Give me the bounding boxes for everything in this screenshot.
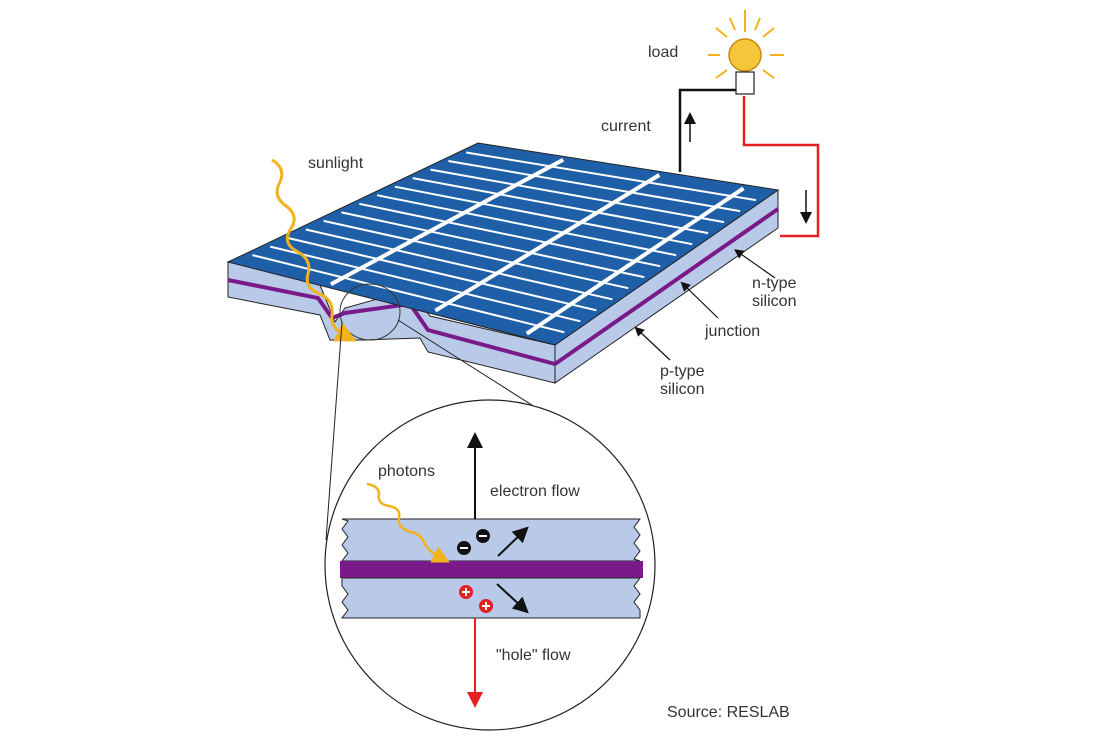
p-layer <box>341 577 641 619</box>
hole-icon <box>479 599 493 613</box>
source-label: Source: RESLAB <box>667 704 790 721</box>
cell-busbar-line <box>329 157 565 287</box>
sunlight-ray <box>271 158 357 342</box>
panel-front-junction <box>227 278 556 366</box>
electron-icon <box>457 541 471 555</box>
current-label: current <box>601 118 651 135</box>
junction-label: junction <box>704 323 760 340</box>
junction-pointer <box>680 281 719 319</box>
solar-panel <box>226 142 780 384</box>
n-type-label: n-type <box>752 275 797 292</box>
cell-finger-line <box>269 245 581 323</box>
cell-finger-line <box>448 160 741 213</box>
photons-label: photons <box>378 463 435 480</box>
red-wire <box>742 96 820 238</box>
hole-icon <box>459 585 473 599</box>
zoom-circle-small <box>339 283 401 341</box>
p-type-pointer <box>634 326 671 361</box>
cell-finger-line <box>323 219 629 290</box>
hole-move-arrow <box>496 583 529 614</box>
panel-right-junction <box>553 207 780 366</box>
cell-finger-line <box>466 151 757 202</box>
junction-layer <box>340 561 643 578</box>
n-layer <box>341 518 641 562</box>
cell-finger-line <box>376 194 677 257</box>
p-type-label: p-type <box>660 363 705 380</box>
cell-finger-line <box>359 202 661 268</box>
electron-move-arrow <box>497 526 529 557</box>
cell-finger-line <box>412 177 709 235</box>
cell-finger-line <box>394 185 693 246</box>
zoom-connector-left <box>325 321 343 541</box>
cell-finger-line <box>341 211 645 279</box>
cell-finger-line <box>430 168 725 224</box>
load-label: load <box>648 44 678 61</box>
cell-busbar-line <box>434 173 661 313</box>
light-bulb-icon <box>708 10 784 95</box>
cell-grid <box>252 151 757 336</box>
cell-busbar-line <box>525 186 745 336</box>
cell-finger-line <box>305 228 613 301</box>
p-type-label-2: silicon <box>660 381 704 398</box>
electron-icon <box>476 529 490 543</box>
hole-flow-label: "hole" flow <box>496 647 571 664</box>
black-wire <box>678 88 736 172</box>
electron-flow-label: electron flow <box>490 483 580 500</box>
photon-ray <box>366 482 450 563</box>
sunlight-label: sunlight <box>308 155 364 172</box>
n-type-label-2: silicon <box>752 293 796 310</box>
cell-finger-line <box>252 254 565 334</box>
n-type-pointer <box>734 249 776 279</box>
magnified-view: photons electron flow "hole" flow <box>324 399 656 731</box>
cell-finger-line <box>287 237 597 312</box>
